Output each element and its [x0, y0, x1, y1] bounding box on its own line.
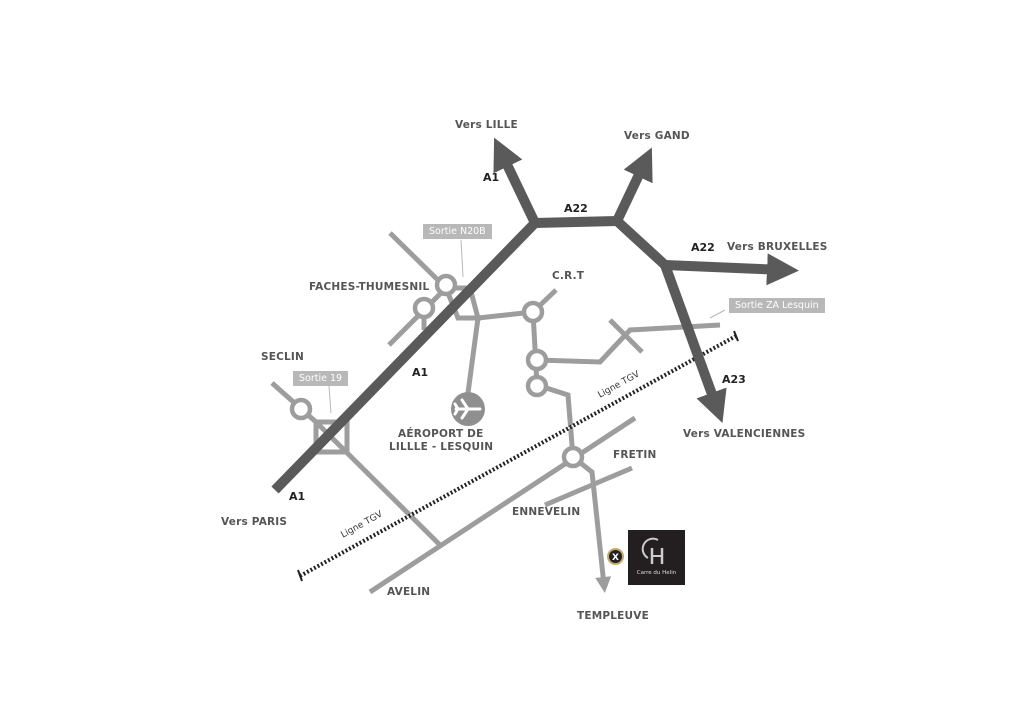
- dest-valenciennes: Vers VALENCIENNES: [683, 428, 806, 440]
- a23-label: A23: [722, 373, 746, 386]
- exit-n20b-tag: Sortie N20B: [423, 224, 492, 239]
- place-airport-2: LILLLE - LESQUIN: [389, 441, 494, 453]
- a1-north-label: A1: [483, 171, 500, 184]
- place-crt: C.R.T: [552, 270, 585, 282]
- place-seclin: SECLIN: [261, 351, 305, 363]
- place-ennevelin: ENNEVELIN: [512, 506, 581, 518]
- destination-marker: X: [607, 548, 624, 565]
- exit-19-tag: Sortie 19: [293, 371, 349, 386]
- place-avelin: AVELIN: [387, 586, 431, 598]
- dest-gand: Vers GAND: [624, 130, 690, 142]
- dest-lille: Vers LILLE: [455, 119, 518, 131]
- dest-bruxelles: Vers BRUXELLES: [727, 241, 828, 253]
- place-fretin: FRETIN: [613, 449, 657, 461]
- dest-paris: Vers PARIS: [221, 516, 288, 528]
- tgv-line: [299, 334, 737, 578]
- place-airport-1: AÉROPORT DE: [398, 428, 484, 440]
- ch-monogram-icon: [641, 537, 664, 564]
- carre-du-helin-logo: Carre du Helin: [628, 530, 685, 585]
- place-templeuve: TEMPLEUVE: [577, 610, 649, 622]
- logo-name: Carre du Helin: [636, 570, 677, 576]
- a1-mid-label: A1: [412, 366, 429, 379]
- airport-icon: [451, 392, 485, 426]
- a1-south-label: A1: [289, 490, 306, 503]
- interchanges: [289, 273, 585, 469]
- a22-east-label: A22: [691, 241, 715, 254]
- highways: [271, 137, 799, 494]
- place-faches: FACHES-THUMESNIL: [309, 281, 430, 293]
- a22-west-label: A22: [564, 202, 588, 215]
- exit-za-lesquin-tag: Sortie ZA Lesquin: [729, 298, 825, 313]
